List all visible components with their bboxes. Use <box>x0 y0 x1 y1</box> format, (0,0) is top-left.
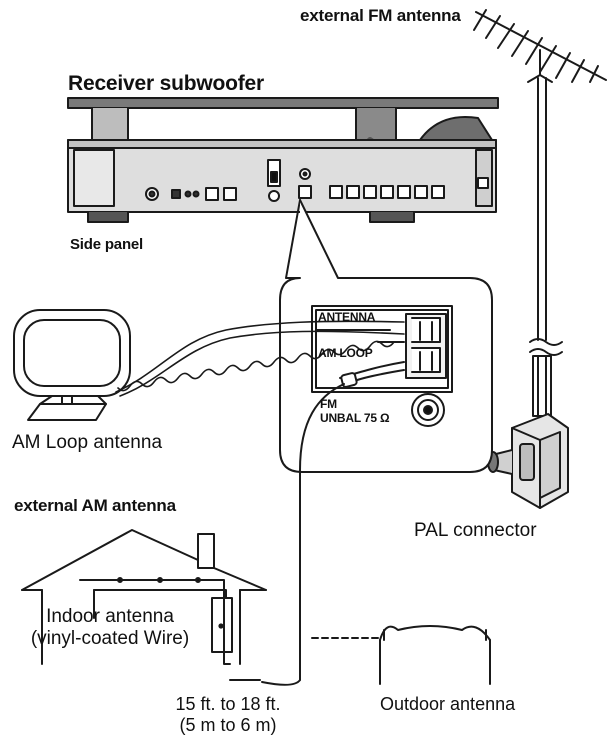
am-loop-terminal-label: AM LOOP <box>318 346 373 360</box>
am-loop-antenna-label: AM Loop antenna <box>12 432 163 453</box>
side-panel-label: Side panel <box>70 236 144 253</box>
cable-length-label: 15 ft. to 18 ft. (5 m to 6 m) <box>150 694 306 735</box>
receiver-subwoofer-label: Receiver subwoofer <box>68 72 264 95</box>
fm-terminal-label: FM <box>320 397 337 411</box>
indoor-antenna-line2: (vinyl-coated Wire) <box>30 627 190 649</box>
pal-connector-icon <box>487 413 569 509</box>
antenna-terminal-label: ANTENNA <box>318 310 376 324</box>
receiver-subwoofer-icon <box>67 97 499 223</box>
fm-antenna-icon <box>473 9 607 83</box>
cable-length-line2: (5 m to 6 m) <box>179 714 277 735</box>
outdoor-antenna-icon <box>311 625 491 685</box>
fm-antenna-cable <box>529 77 563 417</box>
am-loop-lead <box>115 320 405 397</box>
pal-connector-label: PAL connector <box>414 520 537 541</box>
indoor-antenna-line1: Indoor antenna <box>46 606 174 627</box>
antenna-terminal-callout <box>279 199 493 473</box>
external-am-antenna-label: external AM antenna <box>14 496 176 515</box>
indoor-antenna-label: Indoor antenna (vinyl-coated Wire) <box>4 606 216 650</box>
house-icon <box>21 529 267 665</box>
am-loop-antenna-icon <box>13 309 131 421</box>
external-fm-antenna-label: external FM antenna <box>300 6 461 25</box>
unbal-terminal-label: UNBAL 75 Ω <box>320 411 390 425</box>
cable-length-line1: 15 ft. to 18 ft. <box>175 694 281 714</box>
am-antenna-wire <box>229 361 405 686</box>
outdoor-antenna-label: Outdoor antenna <box>380 694 516 714</box>
